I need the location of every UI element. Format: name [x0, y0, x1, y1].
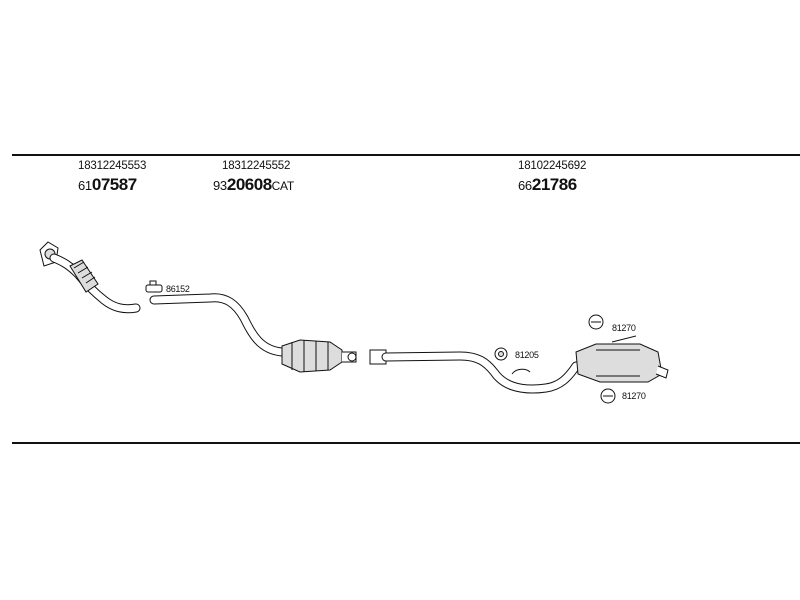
group-2-suffix: CAT	[271, 179, 295, 193]
group-1-reference: 18312245553	[78, 160, 147, 172]
clamp-icon[interactable]	[145, 280, 163, 293]
front-pipe-icon[interactable]	[39, 241, 141, 314]
hanger-label-top: 81270	[612, 323, 636, 333]
hanger-icon[interactable]	[588, 314, 604, 330]
hanger-label-bottom: 81270	[622, 391, 646, 401]
rear-pipe-icon[interactable]	[369, 349, 581, 394]
group-1-prefix: 61	[78, 178, 92, 193]
group-2-number: 20608	[226, 175, 272, 194]
group-3-number: 21786	[531, 175, 577, 194]
group-3-prefix: 66	[518, 178, 532, 193]
rear-silencer-icon[interactable]	[575, 335, 669, 383]
rubber-mount-label: 81205	[515, 350, 539, 360]
group-1-part-number[interactable]: 6107587	[78, 175, 137, 195]
group-1-number: 07587	[91, 175, 137, 194]
top-divider	[12, 154, 800, 156]
rubber-mount-icon[interactable]	[494, 347, 508, 361]
group-2-prefix: 93	[213, 178, 227, 193]
group-2-part-number[interactable]: 9320608CAT	[213, 175, 294, 195]
clamp-label: 86152	[166, 284, 190, 294]
hanger-icon-2[interactable]	[600, 388, 616, 404]
group-3-part-number[interactable]: 6621786	[518, 175, 577, 195]
bottom-divider	[12, 442, 800, 444]
group-2-reference: 18312245552	[222, 160, 291, 172]
group-3-reference: 18102245692	[518, 160, 587, 172]
catalytic-converter-icon[interactable]	[149, 293, 357, 373]
